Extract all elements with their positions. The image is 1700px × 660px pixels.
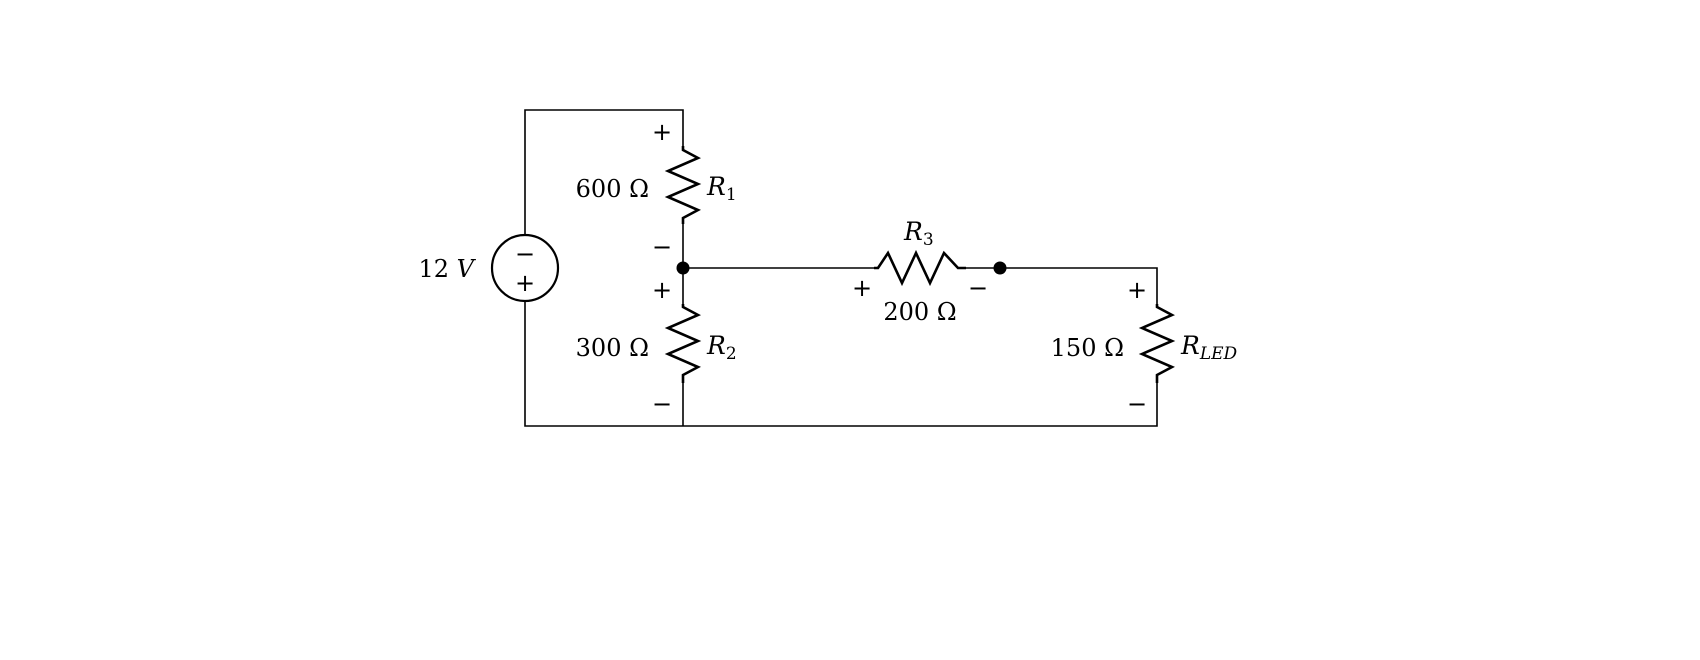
r1-name: R1 bbox=[706, 172, 737, 205]
r1-value: 600 Ω bbox=[576, 175, 649, 203]
r3-minus-sign: − bbox=[968, 274, 988, 302]
rled-plus-sign: + bbox=[1127, 276, 1147, 304]
source-bottom-sign: + bbox=[515, 269, 535, 297]
r2-plus-sign: + bbox=[652, 276, 672, 304]
source-top-sign: − bbox=[515, 240, 535, 268]
r1-minus-sign: − bbox=[652, 233, 672, 261]
resistor-rled bbox=[1138, 304, 1176, 383]
resistor-r2 bbox=[664, 304, 702, 383]
r2-value: 300 Ω bbox=[576, 334, 649, 362]
r3-plus-sign: + bbox=[852, 274, 872, 302]
voltage-source bbox=[490, 233, 560, 303]
resistor-r3 bbox=[874, 249, 966, 287]
r3-value: 200 Ω bbox=[883, 298, 956, 326]
rled-value: 150 Ω bbox=[1051, 334, 1124, 362]
wire-source-bottom bbox=[524, 302, 1158, 427]
wires bbox=[524, 109, 1158, 427]
r3-name: R3 bbox=[903, 217, 934, 250]
source-label: 12 V bbox=[418, 255, 476, 283]
resistor-r1 bbox=[664, 146, 702, 224]
junction-node-left bbox=[676, 261, 690, 275]
wire-top-left bbox=[524, 109, 684, 236]
rled-name: RLED bbox=[1180, 331, 1238, 364]
junction-node-right bbox=[993, 261, 1007, 275]
r2-name: R2 bbox=[706, 331, 737, 364]
r1-plus-sign: + bbox=[652, 118, 672, 146]
wire-node2-to-rled bbox=[1000, 267, 1158, 304]
r2-minus-sign: − bbox=[652, 390, 672, 418]
rled-minus-sign: − bbox=[1127, 390, 1147, 418]
